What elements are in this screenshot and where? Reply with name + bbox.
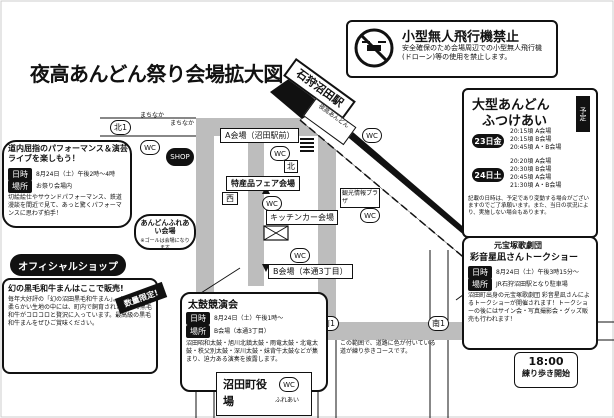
drone-notice-text: 安全確保のため会場周辺での小型無人飛行機(ドローン)等の使用を禁止します。 [402, 44, 542, 61]
performance-place: お祭り会場内 [36, 182, 73, 190]
performance-box: 道内屈指のパフォーマンス＆演芸ライブを楽しもう！ 日時 8月24日（土）午後2時〜… [2, 140, 132, 228]
talk-show-box: 元宝塚歌劇団 彩音星凪さんトークショー 日時 8月24日（土）午後3時15分〜 場… [462, 236, 598, 350]
andon-note: 記載の日時は、予定であり変動する場合がございますのでご了承願います。また、当日の… [468, 196, 589, 216]
start-time: 18:00 [528, 355, 564, 368]
andon-day2-time-1: 20:20頃 A会場 [510, 158, 552, 165]
wc-kankou: WC [360, 208, 380, 223]
route-note: この範囲で、道路に色が付いている道が練り歩きコースです。 [340, 340, 436, 355]
kita1-label: 北1 [110, 120, 132, 135]
start-box: 18:00 練り歩き開始 [514, 352, 578, 388]
talk-date-tag: 日時 [468, 266, 492, 279]
taiko-place-tag: 場所 [186, 325, 210, 338]
performance-heading: 道内屈指のパフォーマンス＆演芸ライブを楽しもう！ [8, 144, 128, 163]
north-label: 北 [284, 160, 298, 173]
andon-day2-time-2: 20:30頃 B会場 [510, 166, 552, 173]
performance-place-tag: 場所 [8, 180, 32, 193]
talk-show-heading: 彩音星凪さんトークショー [470, 253, 579, 263]
no-drone-icon [354, 28, 394, 68]
fureai-stage-label: あんどんふれあい会場 [140, 219, 190, 235]
map-title: 夜高あんどん祭り会場拡大図 [30, 62, 283, 86]
andon-heading-2: ふつけあい [482, 114, 548, 129]
andon-day1-times: 20:15頃 A会場 20:15頃 B会場 20:45頃 A・B会場 [510, 128, 561, 152]
wc-a: WC [270, 146, 290, 161]
official-shop-desc: 毎年大好評の「幻の沼田黒毛和牛まん」。ふんわりと柔らかい生地の中には、町内で飼育… [8, 296, 153, 327]
andon-heading-1: 大型あんどん [472, 98, 550, 113]
talk-date: 8月24日（土）午後3時15分〜 [496, 268, 579, 276]
performance-desc: 切絵絵仕やサウンドパフォーマンス、鉄道漫談を間近で見て、あっと驚くパフォーマンス… [8, 194, 122, 217]
fureai-stage-sub: ※ゴールは会場になります [140, 238, 190, 251]
shop-badge: SHOP [166, 148, 194, 166]
andon-day2-time-3: 20:45頃 A会場 [510, 174, 552, 181]
talk-place: JR石狩沼田駅となり駐車場 [496, 280, 568, 288]
drone-notice: 小型無人飛行機禁止 安全確保のため会場周辺での小型無人飛行機(ドローン)等の使用… [346, 20, 558, 78]
andon-day1-time-2: 20:15頃 B会場 [510, 136, 552, 143]
taiko-place: B会場（本通3丁目） [214, 327, 270, 335]
area-a-label: A会場（沼田駅前） [220, 128, 300, 143]
wc-machinaka: WC [140, 140, 160, 155]
performance-date: 8月24日（土）午後2時〜4時 [36, 170, 116, 178]
andon-day1-time-1: 20:15頃 A会場 [510, 128, 552, 135]
taiko-desc: 沼田昭和太鼓・旭川北鎮太鼓・雨竜太鼓・北竜太鼓・秩父別太鼓・深川太鼓・妹背牛太鼓… [186, 340, 319, 363]
drone-notice-heading: 小型無人飛行機禁止 [402, 30, 520, 45]
fureai-stage: あんどんふれあい会場 ※ゴールは会場になります [134, 214, 196, 251]
andon-day2: 24日土 [472, 168, 504, 182]
talk-place-tag: 場所 [468, 278, 492, 291]
official-shop-sub: 幻の黒毛和牛まんはここで販売! [8, 284, 124, 293]
andon-box: 大型あんどん ふつけあい 予定 23日金 20:15頃 A会場 20:15頃 B… [462, 88, 598, 238]
andon-day1: 23日金 [472, 134, 504, 148]
andon-day2-times: 20:20頃 A会場 20:30頃 B会場 20:45頃 A会場 21:30頃 … [510, 158, 561, 190]
area-b-label: B会場（本通3丁目） [268, 264, 353, 279]
machinaka-label-2: まちなか [170, 120, 195, 127]
wc-tokusan: WC [262, 196, 282, 211]
start-label: 練り歩き開始 [522, 369, 570, 378]
performance-date-tag: 日時 [8, 168, 32, 181]
machinaka-label-1: まちなか [140, 112, 165, 119]
town-office-label: 沼田町役場 [223, 378, 267, 408]
kitchen-label: キッチンカー会場 [266, 210, 338, 225]
wc-b: WC [290, 248, 310, 263]
official-shop-heading: オフィシャルショップ [10, 254, 126, 276]
wc-station: WC [362, 128, 382, 143]
west-label: 西 [222, 192, 238, 205]
taiko-heading: 太鼓競演会 [188, 300, 238, 311]
andon-day1-time-3: 20:45頃 A・B会場 [510, 144, 562, 151]
wc-office: WC [279, 377, 299, 392]
tokusan-label: 特産品フェア会場 [226, 176, 300, 191]
taiko-date-tag: 日時 [186, 312, 210, 325]
taiko-date: 8月24日（土）午後1時〜 [214, 314, 284, 322]
andon-day2-time-4: 21:30頃 A・B会場 [510, 182, 562, 189]
talk-desc: 沼田町出身の元宝塚歌劇団 彩音星凪さんによるトークショーが開催されます！トークシ… [468, 292, 590, 323]
town-office: 沼田町役場 WC ふれあい [216, 372, 312, 416]
talk-show-pre: 元宝塚歌劇団 [494, 241, 542, 250]
south1b-label: 南1 [428, 316, 450, 331]
kankou-label: 観光情報プラザ [340, 188, 380, 208]
andon-badge: 予定 [576, 96, 590, 132]
fureai-label: ふれあい [275, 397, 300, 404]
